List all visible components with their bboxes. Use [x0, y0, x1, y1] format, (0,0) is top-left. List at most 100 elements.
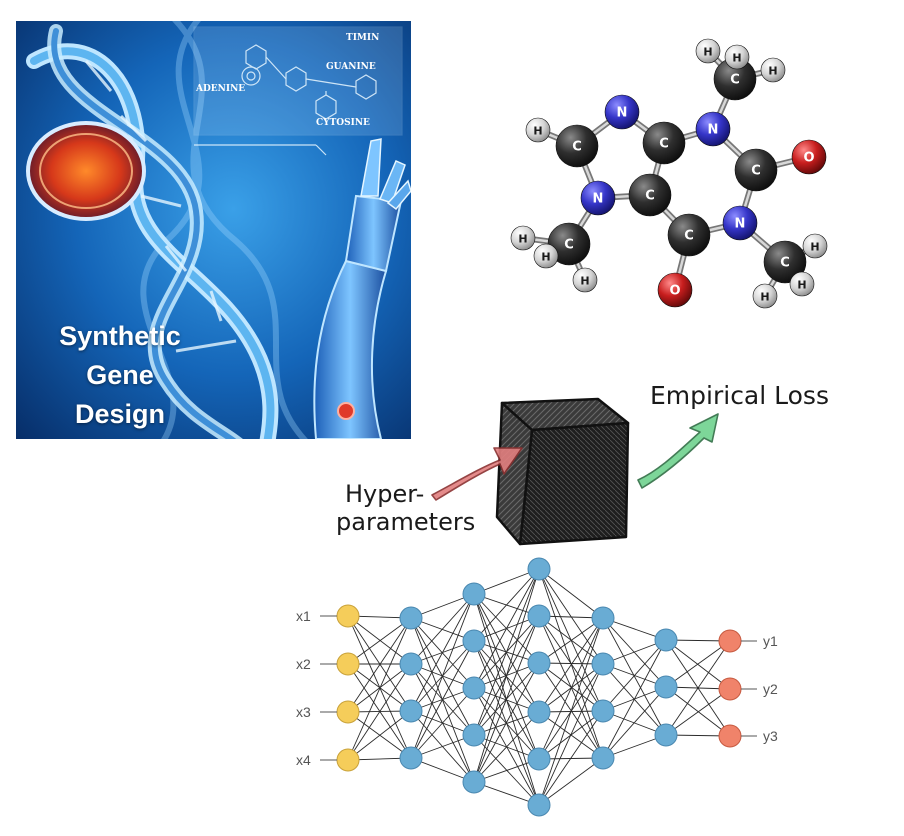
edge-l2-1-2: [473, 640, 540, 664]
atom-label-c-center: C: [645, 189, 655, 204]
edge-l4-0-1: [602, 617, 667, 688]
input-arrow: [431, 447, 523, 501]
bond-highlight-24: [763, 261, 787, 297]
atom-label-h-lower-right-1: H: [810, 241, 819, 254]
atom-n-top: N: [604, 94, 640, 130]
edge-l1-1-0: [410, 593, 475, 665]
atom-sphere-h-lower-right-2: [789, 271, 815, 297]
edge-l3-4-3: [538, 757, 604, 760]
bond-highlight-5: [621, 110, 665, 145]
atom-sphere-c-upper-center: [642, 121, 686, 165]
atom-sphere-c-center: [628, 173, 672, 217]
edge-l3-0-3: [538, 568, 604, 759]
bond-highlight-18: [522, 236, 570, 246]
bond-c-top-methyl-h-top-left: [705, 48, 738, 82]
atom-o-right: O: [791, 139, 827, 175]
bond-c-left-h-left: [536, 127, 579, 149]
edge-l3-0-1: [538, 568, 604, 665]
edge-l2-0-4: [473, 593, 540, 760]
synthetic-gene-design-title: Synthetic Gene Design: [34, 317, 206, 434]
input-label-x3: x3: [296, 704, 311, 720]
atom-sphere-h-top-left: [695, 38, 721, 64]
edge-l3-2-3: [538, 662, 604, 759]
bond-n-left-c-lower-left-methyl: [566, 196, 601, 246]
atom-c-center: C: [628, 173, 672, 217]
atom-c-lower-center: C: [667, 213, 711, 257]
atom-label-h-top-left: H: [703, 46, 712, 59]
edge-l3-5-0: [538, 617, 604, 806]
atom-c-lower-left-methyl: C: [547, 222, 591, 266]
edge-l2-2-2: [473, 662, 540, 689]
edge-l3-4-2: [538, 710, 604, 760]
edge-l2-4-2: [473, 662, 540, 783]
hud-overlay: TIMIN GUANINE ADENINE CYTOSINE: [193, 26, 403, 156]
edge-l0-3-3: [347, 757, 412, 761]
atom-sphere-o-right: [791, 139, 827, 175]
input-label-x1: x1: [296, 608, 311, 624]
node-l3-0: [527, 557, 551, 581]
bond-highlight-1: [733, 56, 739, 80]
edge-l2-4-5: [473, 781, 540, 806]
edge-l2-2-1: [473, 615, 540, 689]
edge-l2-3-2: [473, 662, 540, 736]
bond-highlight-6: [537, 128, 578, 148]
bond-c-lower-left-methyl-h-lower-left-3: [566, 242, 588, 282]
edge-l0-0-2: [347, 615, 412, 712]
edge-l2-1-1: [473, 615, 540, 642]
bond-highlight-11: [712, 128, 757, 171]
edge-l2-1-3: [473, 640, 540, 713]
node-l6-0: [718, 629, 742, 653]
edge-l1-3-4: [410, 757, 475, 783]
atom-n-lower-right: N: [722, 205, 758, 241]
atom-label-n-upper-right: N: [708, 123, 719, 138]
node-l4-3: [591, 746, 615, 770]
edge-l3-5-2: [538, 710, 604, 806]
bond-highlight-20: [567, 243, 587, 281]
bond-highlight-4: [576, 111, 623, 147]
edge-l0-3-0: [347, 617, 412, 761]
edge-l3-4-0: [538, 617, 604, 760]
edge-l4-1-2: [602, 663, 667, 736]
bond-highlight-0: [707, 50, 736, 80]
atom-label-h-lower-left-2: H: [541, 251, 550, 264]
atom-label-n-top: N: [617, 106, 628, 121]
node-l5-1: [654, 675, 678, 699]
edge-l5-1-1: [665, 686, 731, 690]
bond-c-right-n-lower-right: [737, 169, 759, 224]
atom-c-left: C: [555, 124, 599, 168]
bond-highlight-21: [739, 222, 786, 263]
hud-label-timin: TIMIN: [346, 33, 379, 43]
node-l1-0: [399, 606, 423, 630]
atom-sphere-h-lower-right-3: [752, 283, 778, 309]
atom-sphere-c-lower-left-methyl: [547, 222, 591, 266]
edge-l0-2-0: [347, 617, 412, 713]
atom-c-top-methyl: C: [713, 57, 757, 101]
atom-h-lower-left-2: H: [533, 243, 559, 269]
output-label-y3: y3: [763, 728, 778, 744]
atom-sphere-h-top-right: [760, 57, 786, 83]
bond-n-left-c-center: [597, 192, 651, 201]
atom-label-c-upper-center: C: [659, 137, 669, 152]
bond-c-lower-right-methyl-h-lower-right-2: [782, 260, 805, 286]
edge-l2-4-1: [473, 615, 540, 783]
edge-l2-3-3: [473, 711, 540, 736]
node-l0-0: [336, 604, 360, 628]
edge-l0-3-1: [347, 663, 412, 761]
bond-highlight-14: [688, 221, 741, 237]
edge-l0-1-2: [347, 663, 412, 712]
edge-l1-2-2: [410, 687, 475, 712]
atom-label-c-right: C: [751, 164, 761, 179]
edge-l4-3-2: [602, 734, 667, 759]
node-l2-2: [462, 676, 486, 700]
node-l1-2: [399, 699, 423, 723]
edge-l3-3-1: [538, 663, 604, 713]
atom-n-upper-right: N: [695, 111, 731, 147]
bond-n-lower-right-c-lower-center: [688, 220, 741, 238]
node-l4-0: [591, 606, 615, 630]
bond-c-lower-center-c-center: [647, 192, 692, 238]
atom-sphere-n-top: [604, 94, 640, 130]
robot-arm: [313, 138, 411, 439]
atom-sphere-c-top-methyl: [713, 57, 757, 101]
bond-highlight-15: [649, 194, 690, 236]
